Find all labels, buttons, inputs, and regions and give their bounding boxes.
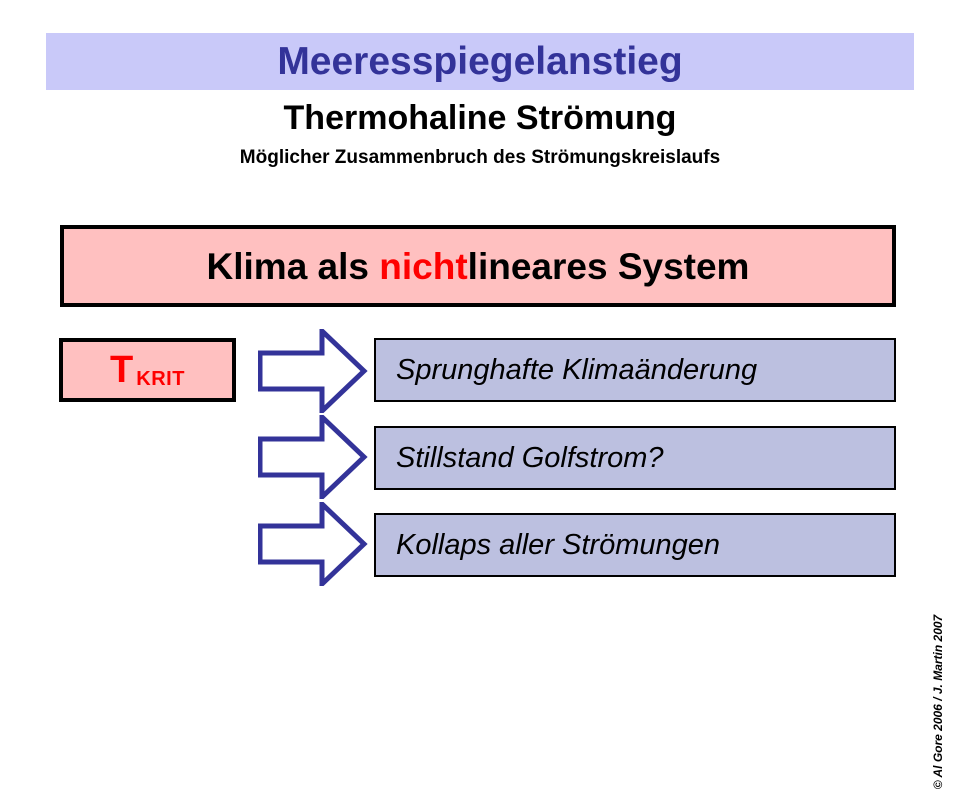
arrow-right-icon-3	[258, 502, 368, 586]
arrow-right-icon-2	[258, 415, 368, 499]
copyright-notice: © Al Gore 2006 / J. Martin 2007	[927, 508, 949, 789]
headline-box: Klima als nichtlineares System	[60, 225, 896, 307]
subtitle: Thermohaline Strömung	[283, 99, 677, 137]
arrow-right-icon-1	[258, 329, 368, 413]
outcome-label-2: Stillstand Golfstrom?	[396, 441, 664, 474]
outcome-box-2: Stillstand Golfstrom?	[374, 426, 896, 490]
slide-canvas: Meeresspiegelanstieg Thermohaline Strömu…	[46, 33, 949, 789]
headline-part-3: lineares System	[467, 245, 750, 287]
headline-text: Klima als nichtlineares System	[207, 248, 750, 285]
outcome-box-1: Sprunghafte Klimaänderung	[374, 338, 896, 402]
page-title: Meeresspiegelanstieg	[277, 40, 683, 83]
threshold-subscript: KRIT	[136, 368, 185, 390]
outcome-box-3: Kollaps aller Strömungen	[374, 513, 896, 577]
copyright-text: © Al Gore 2006 / J. Martin 2007	[931, 614, 946, 789]
title-banner: Meeresspiegelanstieg	[46, 33, 914, 90]
sub-subtitle: Möglicher Zusammenbruch des Strömungskre…	[239, 147, 721, 168]
outcome-label-3: Kollaps aller Strömungen	[396, 528, 721, 561]
headline-part-1: Klima als	[206, 245, 380, 287]
headline-highlight: nicht	[379, 245, 468, 287]
threshold-symbol: T	[110, 349, 134, 391]
outcome-label-1: Sprunghafte Klimaänderung	[396, 353, 758, 386]
